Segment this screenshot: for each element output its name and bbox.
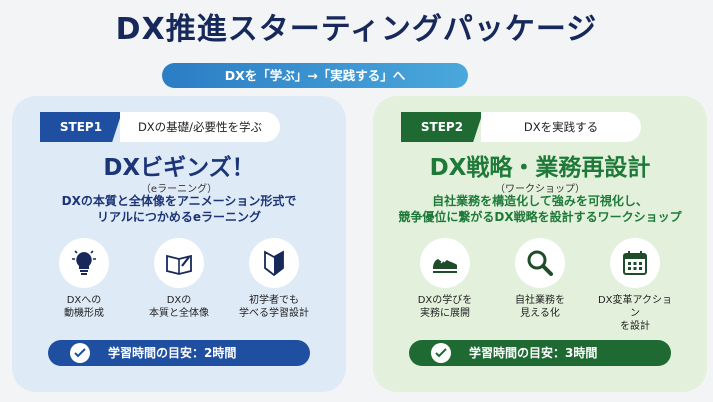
step2-heading-sub: （ワークショップ）	[495, 184, 585, 195]
page-title: DX推進スターティングパッケージ	[115, 12, 598, 47]
book-icon	[154, 238, 204, 288]
step2-description: 自社業務を構造化して強みを可視化し、 競争優位に繋がるDX戦略を設計するワークシ…	[373, 193, 707, 225]
step1-description: DXの本質と全体像をアニメーション形式で リアルにつかめるeラーニング	[12, 193, 346, 225]
check-icon	[70, 343, 90, 363]
magnifier-icon	[515, 238, 565, 288]
subtitle-banner: DXを「学ぶ」→「実践する」へ	[162, 63, 468, 88]
step1-header: STEP1 DXの基礎/必要性を学ぶ	[12, 112, 346, 142]
step2-feature-1: DXの学びを 実務に展開	[417, 295, 473, 319]
step2-time-text: 学習時間の目安：3時間	[469, 346, 598, 360]
step1-feature-3: 初学者でも 学べる学習設計	[239, 295, 309, 319]
step2-time-pill: 学習時間の目安：3時間	[409, 340, 671, 366]
step1-feature-2: DXの 本質と全体像	[149, 295, 209, 319]
step1-desc-line1: DXの本質と全体像をアニメーション形式で	[61, 194, 297, 208]
step2-heading: DX戦略・業務再設計	[429, 155, 651, 181]
lightbulb-icon	[59, 238, 109, 288]
check-icon	[431, 343, 451, 363]
step1-heading: DXビギンズ！	[103, 155, 255, 181]
step1-tag: STEP1	[40, 112, 122, 142]
step1-heading-sub: （eラーニング）	[140, 184, 218, 195]
step2-desc-line2: 競争優位に繋がるDX戦略を設計するワークショップ	[398, 210, 682, 224]
step1-time-pill: 学習時間の目安：2時間	[48, 340, 310, 366]
step2-feature-3: DX変革アクション を設計	[597, 295, 673, 332]
step1-desc-line2: リアルにつかめるeラーニング	[96, 210, 262, 224]
step1-feature-1: DXへの 動機形成	[64, 295, 104, 319]
running-shoe-icon	[420, 238, 470, 288]
step2-desc-line1: 自社業務を構造化して強みを可視化し、	[432, 194, 648, 208]
step1-label: DXの基礎/必要性を学ぶ	[120, 112, 280, 142]
step2-header: STEP2 DXを実践する	[373, 112, 707, 142]
step1-time-text: 学習時間の目安：2時間	[108, 346, 237, 360]
step2-feature-2: 自社業務を 見える化	[515, 295, 565, 319]
step2-label: DXを実践する	[481, 112, 641, 142]
step1-panel: STEP1 DXの基礎/必要性を学ぶ DXビギンズ！ （eラーニング） DXの本…	[12, 96, 346, 392]
step2-tag: STEP2	[401, 112, 483, 142]
beginner-mark-icon	[249, 238, 299, 288]
calendar-icon	[610, 238, 660, 288]
step2-panel: STEP2 DXを実践する DX戦略・業務再設計 （ワークショップ） 自社業務を…	[373, 96, 707, 392]
